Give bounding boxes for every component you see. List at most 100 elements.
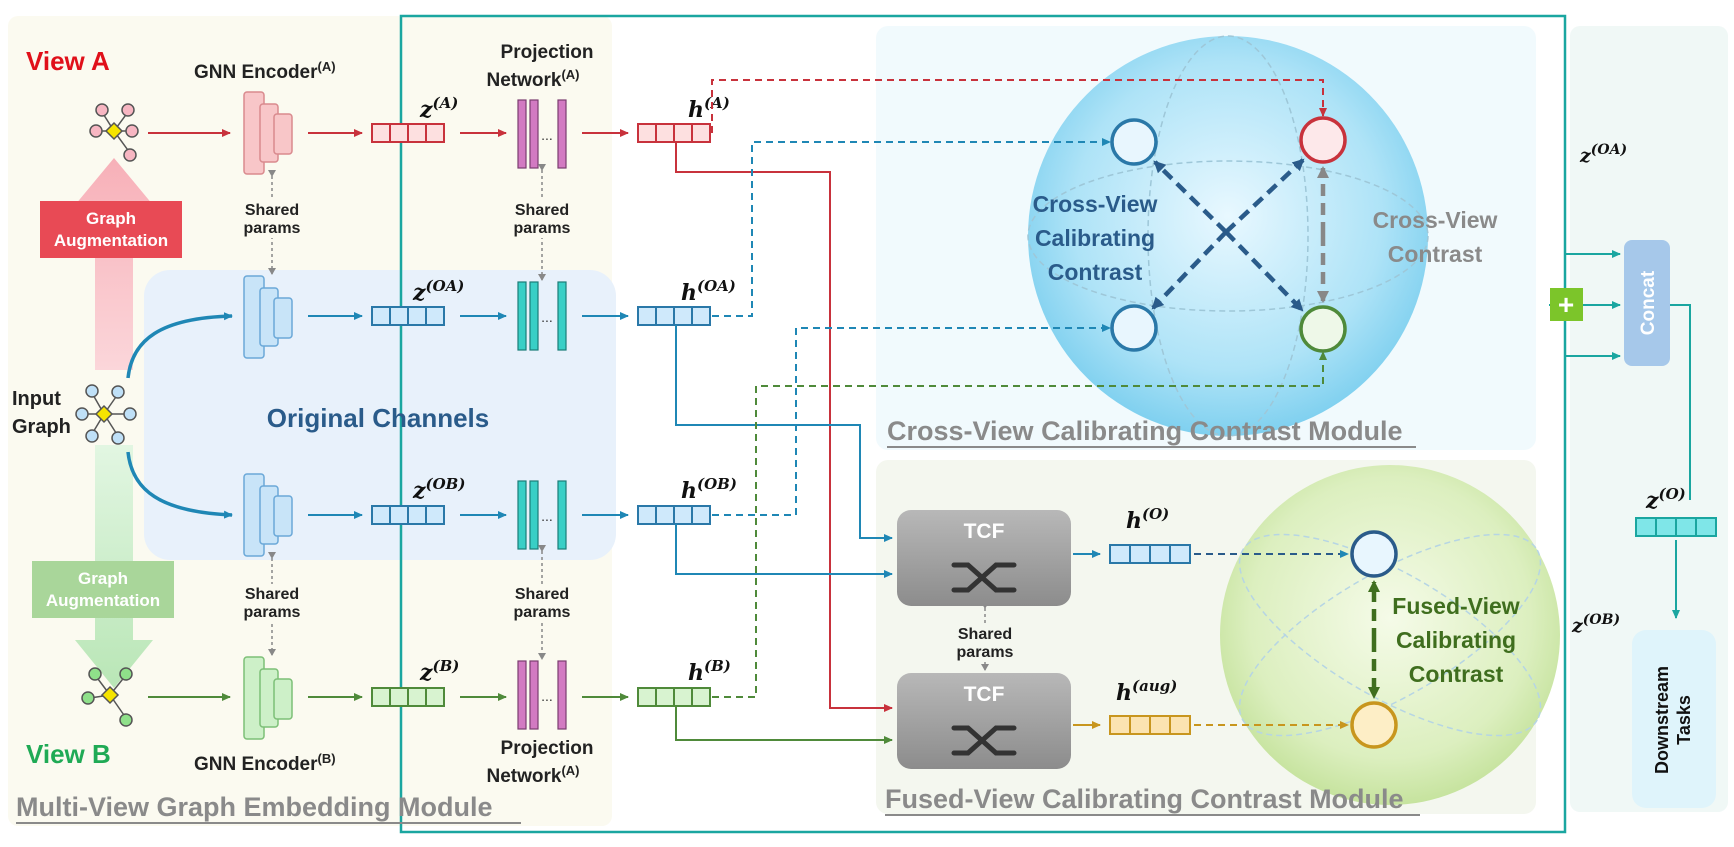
vector-z-o bbox=[1635, 517, 1717, 537]
flow-h-b-to-tcf-aug bbox=[675, 706, 893, 744]
svg-text:...: ... bbox=[541, 309, 553, 325]
projection-network-b: ... bbox=[517, 660, 567, 730]
graph-augmentation-box-bottom: Graph Augmentation bbox=[32, 561, 174, 618]
svg-text:TCF: TCF bbox=[964, 520, 1005, 543]
svg-text:params: params bbox=[244, 220, 301, 237]
projection-network-bottom-line1: Projection bbox=[501, 738, 594, 759]
svg-text:Augmentation: Augmentation bbox=[46, 591, 160, 610]
gnn-encoder-a bbox=[243, 91, 293, 175]
view-b-title: View B bbox=[26, 739, 111, 769]
multi-view-module-title: Multi-View Graph Embedding Module bbox=[16, 792, 521, 824]
downstream-tasks-box: Downstream Tasks bbox=[1632, 630, 1716, 808]
node-h-o bbox=[1350, 530, 1398, 578]
vector-z-a bbox=[371, 123, 445, 143]
label-h-a: h(A) bbox=[688, 94, 730, 123]
shared-params-tcf: Shared params bbox=[953, 602, 1019, 671]
node-h-oa bbox=[1110, 118, 1158, 166]
gnn-encoder-b-label: GNN Encoder(B) bbox=[194, 751, 336, 775]
svg-text:Tasks: Tasks bbox=[1674, 695, 1694, 745]
graph-icon-view-b bbox=[81, 667, 133, 727]
node-h-b bbox=[1299, 305, 1347, 353]
gnn-encoder-oa bbox=[243, 275, 293, 359]
vector-h-b bbox=[637, 687, 711, 707]
concat-box: Concat bbox=[1624, 240, 1670, 366]
fused-view-calibrating-label-3: Contrast bbox=[1409, 661, 1504, 687]
graph-icon-input bbox=[75, 384, 137, 445]
vector-h-aug bbox=[1109, 715, 1191, 735]
output-panel bbox=[1570, 26, 1728, 812]
vector-z-oa bbox=[371, 306, 445, 326]
svg-text:+: + bbox=[1558, 289, 1574, 320]
output-flow bbox=[1549, 250, 1691, 619]
projection-network-oa: ... bbox=[517, 281, 567, 351]
vector-h-o bbox=[1109, 544, 1191, 564]
cross-view-contrast-label-1: Cross-View bbox=[1373, 207, 1498, 233]
svg-text:Shared: Shared bbox=[245, 202, 299, 219]
view-a-title: View A bbox=[26, 46, 110, 76]
vector-h-ob bbox=[637, 505, 711, 525]
fused-view-module-title: Fused-View Calibrating Contrast Module bbox=[885, 784, 1420, 816]
flow-h-ob-to-tcf-o bbox=[675, 524, 893, 578]
svg-text:params: params bbox=[244, 604, 301, 621]
label-z-b: z(B) bbox=[419, 657, 459, 686]
svg-text:Cross-View Calibrating Contras: Cross-View Calibrating Contrast Module bbox=[887, 416, 1403, 446]
cross-view-module-title: Cross-View Calibrating Contrast Module bbox=[887, 416, 1416, 448]
label-z-o: z(O) bbox=[1645, 485, 1686, 514]
svg-text:Shared: Shared bbox=[245, 586, 299, 603]
shared-params-projection-bottom: Shared params bbox=[510, 545, 576, 660]
label-h-b: h(B) bbox=[688, 657, 731, 686]
vector-z-b bbox=[371, 687, 445, 707]
label-h-ob: h(OB) bbox=[681, 475, 737, 504]
shared-params-projection-top: Shared params bbox=[510, 164, 576, 281]
label-z-ob: z(OB) bbox=[412, 475, 465, 504]
svg-text:params: params bbox=[514, 220, 571, 237]
flow-row-oa bbox=[126, 312, 629, 379]
fused-view-calibrating-label-2: Calibrating bbox=[1396, 627, 1516, 653]
shared-params-encoder-bottom: Shared params bbox=[240, 552, 306, 656]
dash-h-ob-to-node bbox=[712, 324, 1111, 516]
input-graph-label-line2: Graph bbox=[12, 416, 71, 438]
fused-view-calibrating-label-1: Fused-View bbox=[1392, 593, 1519, 619]
twist-icon bbox=[951, 725, 1017, 756]
svg-text:Fused-View Calibrating Contras: Fused-View Calibrating Contrast Module bbox=[885, 784, 1404, 814]
node-h-ob bbox=[1110, 304, 1158, 352]
cross-view-calibrating-arrows bbox=[1151, 158, 1305, 312]
flow-h-oa-to-tcf-o bbox=[675, 325, 893, 542]
svg-text:Downstream: Downstream bbox=[1652, 666, 1672, 774]
input-graph-label-line1: Input bbox=[12, 388, 61, 410]
label-z-ob-right: z(OB) bbox=[1571, 612, 1620, 637]
original-channels-label: Original Channels bbox=[267, 403, 490, 433]
svg-text:...: ... bbox=[541, 688, 553, 704]
projection-network-top-line2: Network(A) bbox=[486, 67, 579, 91]
svg-text:Graph: Graph bbox=[86, 209, 136, 228]
svg-text:...: ... bbox=[541, 508, 553, 524]
tcf-box-aug: TCF bbox=[897, 673, 1071, 769]
graph-icon-view-a bbox=[89, 103, 139, 162]
svg-text:Concat: Concat bbox=[1638, 270, 1659, 335]
cross-view-calibrating-label-3: Contrast bbox=[1048, 259, 1143, 285]
svg-text:TCF: TCF bbox=[964, 683, 1005, 706]
twist-icon bbox=[951, 562, 1017, 593]
gnn-encoder-ob bbox=[243, 473, 293, 557]
dash-h-oa-to-node bbox=[712, 138, 1111, 317]
svg-text:Graph: Graph bbox=[78, 569, 128, 588]
main-frame bbox=[399, 14, 1567, 834]
dash-h-a-to-node bbox=[711, 79, 1327, 133]
gnn-encoder-b bbox=[243, 656, 293, 740]
svg-text:Shared: Shared bbox=[515, 202, 569, 219]
fused-view-sphere bbox=[1220, 465, 1560, 805]
svg-text:Augmentation: Augmentation bbox=[54, 231, 168, 250]
cross-view-contrast-label-2: Contrast bbox=[1388, 241, 1483, 267]
node-h-a bbox=[1299, 116, 1347, 164]
label-z-oa-right: z(OA) bbox=[1579, 142, 1627, 167]
tcf-box-o: TCF bbox=[897, 510, 1071, 606]
projection-network-a: ... bbox=[517, 99, 567, 169]
label-z-oa: z(OA) bbox=[412, 277, 464, 306]
graph-augmentation-box-top: Graph Augmentation bbox=[40, 201, 182, 258]
cross-view-calibrating-label-2: Calibrating bbox=[1035, 225, 1155, 251]
projection-network-ob: ... bbox=[517, 480, 567, 550]
svg-text:params: params bbox=[957, 644, 1014, 661]
vector-h-oa bbox=[637, 306, 711, 326]
cross-view-calibrating-label-1: Cross-View bbox=[1033, 191, 1158, 217]
label-h-aug: h(aug) bbox=[1116, 677, 1177, 706]
